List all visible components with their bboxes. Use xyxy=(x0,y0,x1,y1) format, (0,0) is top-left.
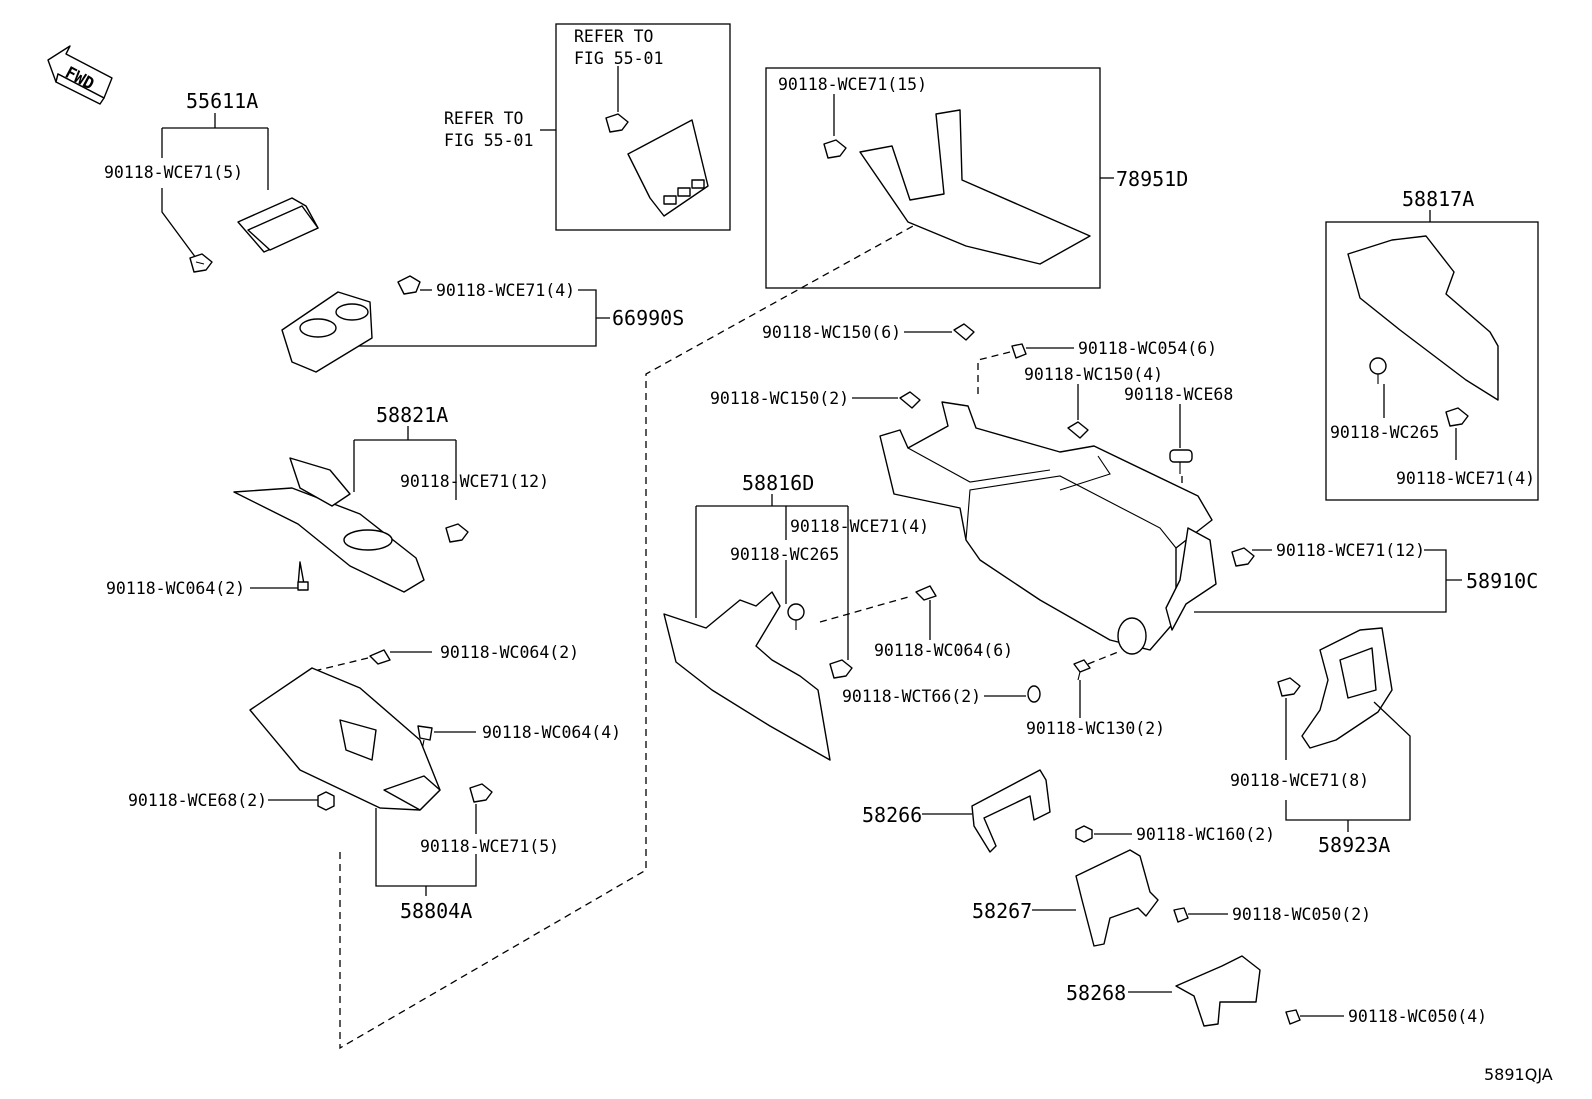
clip-icon xyxy=(1231,547,1255,567)
clip-icon xyxy=(829,659,853,679)
fastener-label-f08: 90118-WCE71(5) xyxy=(420,837,559,856)
fastener-label-f14: 90118-WCE68 xyxy=(1124,385,1233,404)
screw-icon xyxy=(297,561,309,591)
part-label-58266: 58266 xyxy=(862,803,922,827)
clip-icon xyxy=(1445,407,1469,427)
fastener-label-f18: 90118-WC265 xyxy=(1330,423,1439,442)
pushpin-icon xyxy=(1369,357,1387,384)
nut-icon xyxy=(317,791,335,811)
fastener-label-f06: 90118-WC064(4) xyxy=(482,723,621,742)
part-55611A-shape xyxy=(237,197,319,253)
part-58923A-shape xyxy=(1301,627,1393,749)
part-58821A-shape xyxy=(233,457,425,593)
fastener-label-f24: 90118-WC160(2) xyxy=(1136,825,1275,844)
screw-icon xyxy=(1011,343,1027,359)
fastener-label-f23: 90118-WCE71(8) xyxy=(1230,771,1369,790)
part-58804A-shape xyxy=(249,667,441,811)
fastener-label-f25: 90118-WC050(2) xyxy=(1232,905,1371,924)
fastener-label-f26: 90118-WC050(4) xyxy=(1348,1007,1487,1026)
part-label-66990S: 66990S xyxy=(612,306,684,330)
nut-icon xyxy=(1075,825,1093,843)
part-label-58910C: 58910C xyxy=(1466,569,1538,593)
fastener-label-f10: 90118-WC150(6) xyxy=(762,323,901,342)
refer-boxed-line2: FIG 55-01 xyxy=(574,49,663,68)
fastener-label-f07: 90118-WCE68(2) xyxy=(128,791,267,810)
fastener-label-f12: 90118-WC150(4) xyxy=(1024,365,1163,384)
fwd-arrow-icon: FWD xyxy=(47,45,113,105)
screw-icon xyxy=(1285,1009,1301,1025)
part-label-55611A: 55611A xyxy=(186,89,258,113)
fastener-label-f16: 90118-WCE71(4) xyxy=(790,517,929,536)
grommet-icon xyxy=(1027,685,1041,703)
part-58266-shape xyxy=(971,769,1051,853)
part-58817A-shape xyxy=(1347,235,1499,401)
part-label-58816D: 58816D xyxy=(742,471,814,495)
part-label-58267: 58267 xyxy=(972,899,1032,923)
clip-icon xyxy=(1067,421,1089,439)
part-label-58923A: 58923A xyxy=(1318,833,1390,857)
fastener-label-f17: 90118-WCE71(4) xyxy=(1396,469,1535,488)
refer-part-shape xyxy=(627,119,709,217)
part-58268-shape xyxy=(1175,955,1261,1027)
refer-outside-line2: FIG 55-01 xyxy=(444,131,533,150)
pushpin-icon xyxy=(1169,449,1193,474)
fastener-label-f09: 90118-WCE71(15) xyxy=(778,75,927,94)
fastener-label-f22: 90118-WC130(2) xyxy=(1026,719,1165,738)
clip-icon xyxy=(605,113,629,133)
screw-icon xyxy=(915,585,937,601)
fastener-label-f11: 90118-WC054(6) xyxy=(1078,339,1217,358)
clip-icon xyxy=(1277,677,1301,697)
fastener-label-f05: 90118-WC064(2) xyxy=(440,643,579,662)
part-58267-shape xyxy=(1075,849,1159,947)
part-58816D-shape xyxy=(663,591,831,761)
refer-boxed-line1: REFER TO xyxy=(574,27,653,46)
fastener-label-f13: 90118-WC150(2) xyxy=(710,389,849,408)
fastener-label-f20: 90118-WC064(6) xyxy=(874,641,1013,660)
clip-icon xyxy=(445,523,469,543)
fastener-label-f04: 90118-WC064(2) xyxy=(106,579,245,598)
fastener-label-f21: 90118-WCT66(2) xyxy=(842,687,981,706)
clip-icon xyxy=(823,139,847,159)
fastener-label-f02: 90118-WCE71(4) xyxy=(436,281,575,300)
part-box-58817A xyxy=(1325,221,1539,501)
part-58910C-shape xyxy=(879,401,1217,655)
part-label-58821A: 58821A xyxy=(376,403,448,427)
part-78951D-shape xyxy=(859,109,1091,265)
screw-icon xyxy=(1173,907,1189,923)
clip-icon xyxy=(397,275,421,295)
refer-outside-line1: REFER TO xyxy=(444,109,523,128)
clip-icon xyxy=(189,253,213,273)
clip-icon xyxy=(469,783,493,803)
part-label-58817A: 58817A xyxy=(1402,187,1474,211)
part-label-58804A: 58804A xyxy=(400,899,472,923)
pushpin-icon xyxy=(787,603,805,630)
part-66990S-shape xyxy=(281,291,373,373)
part-label-78951D: 78951D xyxy=(1116,167,1188,191)
fastener-label-f15: 90118-WC265 xyxy=(730,545,839,564)
screw-icon xyxy=(369,649,391,665)
fastener-label-f03: 90118-WCE71(12) xyxy=(400,472,549,491)
part-label-58268: 58268 xyxy=(1066,981,1126,1005)
screw-icon xyxy=(1073,659,1091,681)
diagram-code: 5891QJA xyxy=(1484,1065,1553,1084)
fastener-label-f01: 90118-WCE71(5) xyxy=(104,163,243,182)
fastener-label-f19: 90118-WCE71(12) xyxy=(1276,541,1425,560)
refer-box xyxy=(555,23,731,231)
clip-icon xyxy=(953,323,975,341)
clip-icon xyxy=(899,391,921,409)
